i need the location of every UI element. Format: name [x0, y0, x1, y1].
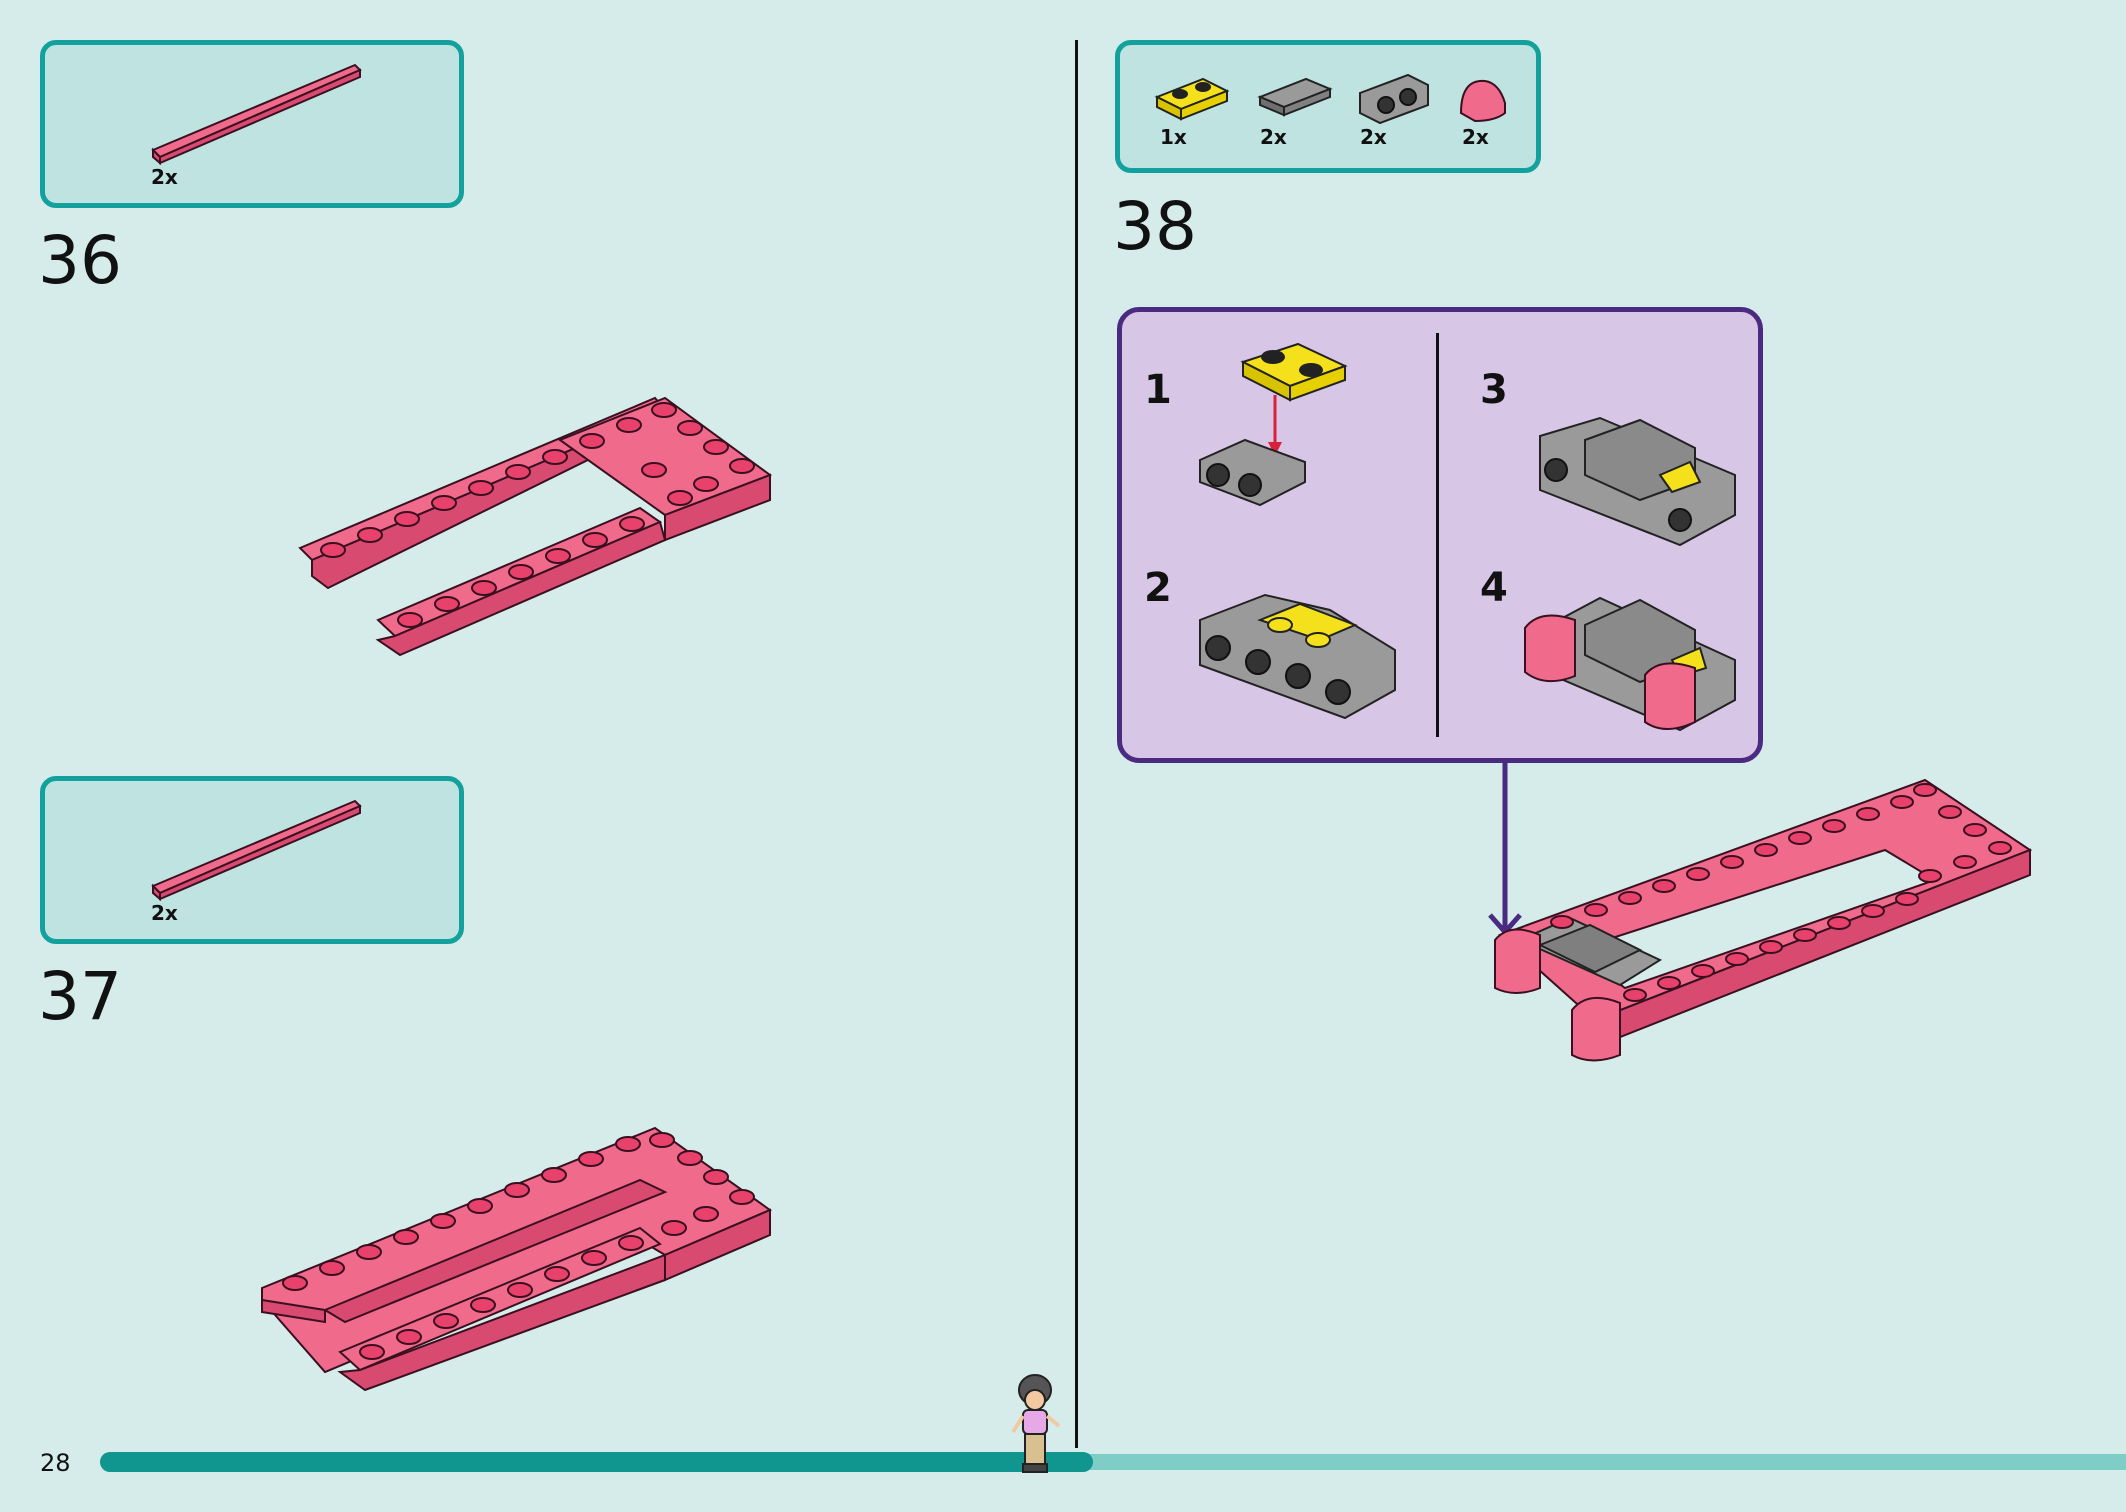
substep-number-3: 3 — [1480, 367, 1508, 413]
page-divider — [1075, 40, 1078, 1448]
part-qty-label: 2x — [151, 165, 178, 189]
part-qty-label: 2x — [1260, 125, 1287, 149]
part-qty-label: 2x — [1360, 125, 1387, 149]
step-number-38: 38 — [1113, 188, 1197, 265]
progress-bar — [100, 1452, 2126, 1472]
pink-plate-1x8-icon — [151, 63, 362, 166]
parts-callout-step-38: 1x 2x 2x 2x — [1115, 40, 1541, 173]
grey-bracket-1x2-icon — [1359, 73, 1429, 125]
part-qty-label: 1x — [1160, 125, 1187, 149]
part-qty-label: 2x — [1462, 125, 1489, 149]
step-number-37: 37 — [38, 958, 122, 1035]
parts-callout-step-37: 2x — [40, 776, 464, 944]
grey-tile-1x2-icon — [1257, 77, 1333, 117]
minifigure-progress-marker-icon — [1011, 1374, 1061, 1473]
step-number-36: 36 — [38, 222, 122, 299]
substep-number-4: 4 — [1480, 565, 1508, 611]
substep-number-2: 2 — [1144, 565, 1172, 611]
pink-plate-1x8-icon — [151, 799, 362, 902]
part-qty-label: 2x — [151, 901, 178, 925]
progress-bar-fill — [100, 1452, 1093, 1472]
yellow-plate-1x2-icon — [1154, 77, 1230, 121]
subassembly-divider — [1436, 333, 1439, 737]
pink-curved-slope-icon — [1459, 79, 1506, 123]
substep-number-1: 1 — [1144, 367, 1172, 413]
page-number: 28 — [40, 1449, 71, 1477]
parts-callout-step-36: 2x — [40, 40, 464, 208]
